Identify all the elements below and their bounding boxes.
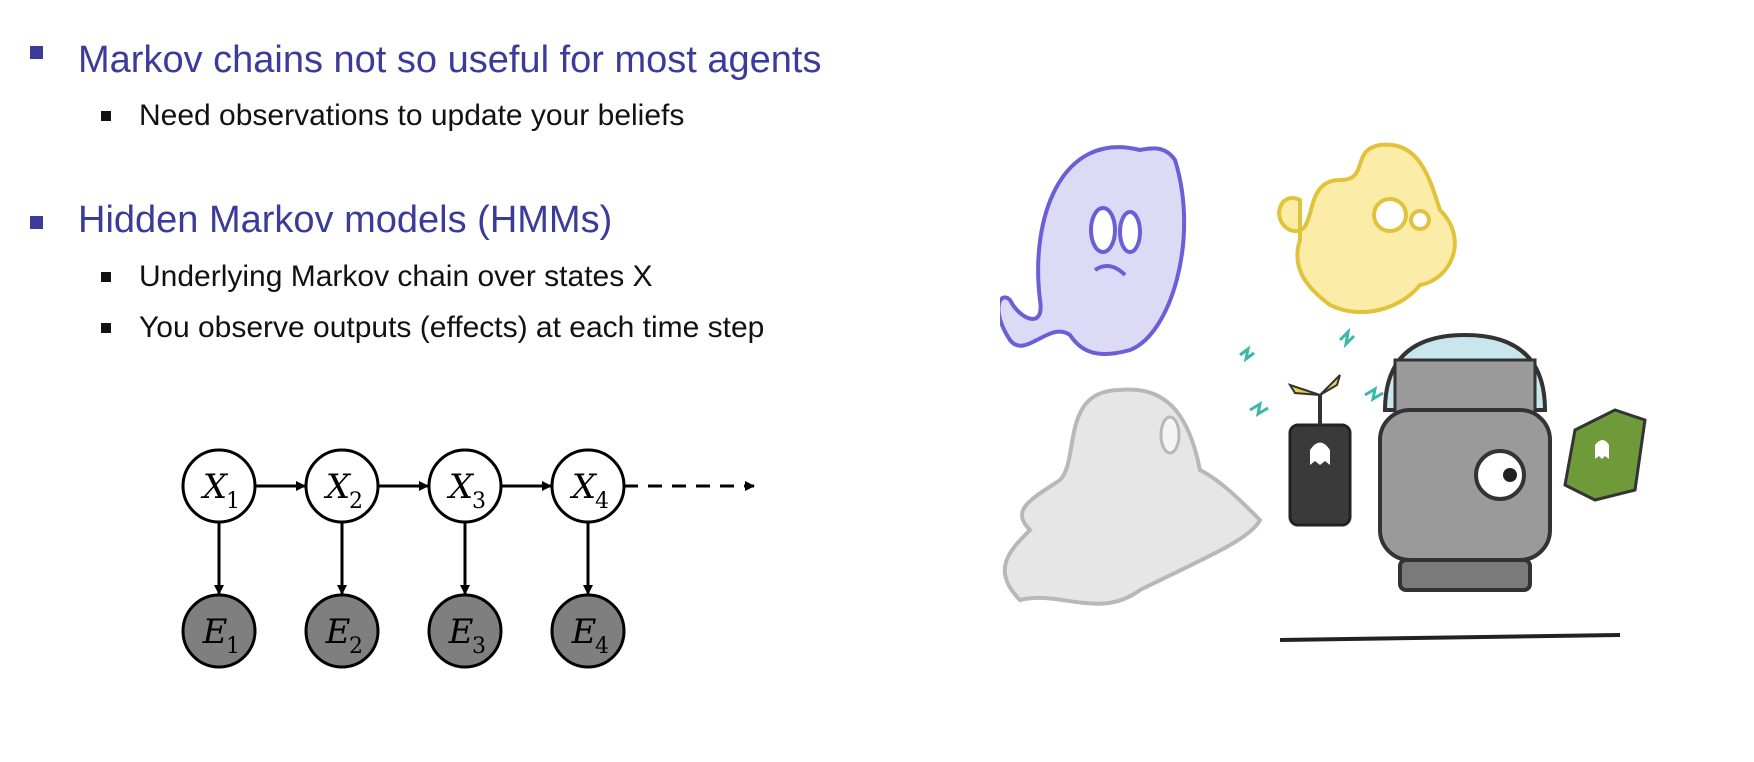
evidence-node: E1 <box>181 593 257 669</box>
hidden-state-node: X3 <box>427 448 503 524</box>
hidden-state-node: X2 <box>304 448 380 524</box>
bullet-square-icon <box>30 216 43 229</box>
evidence-node-circle <box>181 593 257 669</box>
evidence-node-subscript: 3 <box>472 634 486 659</box>
evidence-node-label: E <box>448 612 474 652</box>
hidden-state-node-label: X <box>323 467 352 507</box>
gray-ghost-icon <box>1002 387 1263 606</box>
robot-icon <box>1378 332 1552 592</box>
evidence-node-label: E <box>202 612 228 652</box>
evidence-node-label: E <box>571 612 597 652</box>
sub-bullet-square-icon <box>101 111 111 121</box>
purple-ghost-icon <box>1000 145 1187 356</box>
bullet-square-icon <box>30 46 43 59</box>
evidence-node-subscript: 4 <box>595 634 609 659</box>
ground-line <box>1279 633 1621 642</box>
signal-waves-icon <box>1239 327 1384 418</box>
evidence-node-subscript: 2 <box>349 634 363 659</box>
ghost-detector-icon <box>1287 374 1352 527</box>
hidden-state-node: X1 <box>181 448 257 524</box>
ghosts-robot-illustration <box>1000 142 1647 642</box>
hidden-state-node-circle <box>304 448 380 524</box>
section-heading: Markov chains not so useful for most age… <box>78 39 822 81</box>
evidence-node-circle <box>427 593 503 669</box>
hidden-state-node-circle <box>550 448 626 524</box>
evidence-node: E4 <box>550 593 626 669</box>
hidden-state-node-subscript: 4 <box>595 489 609 514</box>
sub-bullet-square-icon <box>101 323 111 333</box>
yellow-ghost-icon <box>1277 142 1457 314</box>
hidden-state-node-label: X <box>446 467 475 507</box>
hidden-state-node-subscript: 3 <box>472 489 486 514</box>
hidden-state-node-label: X <box>569 467 598 507</box>
diagram-edges <box>214 481 755 595</box>
evidence-node-subscript: 1 <box>226 634 240 659</box>
evidence-node: E3 <box>427 593 503 669</box>
sub-bullet-square-icon <box>101 272 111 282</box>
hidden-state-node: X4 <box>550 448 626 524</box>
evidence-node-circle <box>304 593 380 669</box>
evidence-node: E2 <box>304 593 380 669</box>
bullet-point: Need observations to update your beliefs <box>139 99 685 132</box>
hidden-state-node-subscript: 2 <box>349 489 363 514</box>
evidence-node-circle <box>550 593 626 669</box>
hidden-state-node-circle <box>427 448 503 524</box>
hidden-state-node-circle <box>181 448 257 524</box>
hidden-state-node-subscript: 1 <box>226 489 240 514</box>
evidence-node-label: E <box>325 612 351 652</box>
section-heading: Hidden Markov models (HMMs) <box>78 199 613 241</box>
bullet-point: You observe outputs (effects) at each ti… <box>139 311 765 344</box>
bullet-point: Underlying Markov chain over states X <box>139 260 653 293</box>
hidden-state-node-label: X <box>200 467 229 507</box>
book-icon <box>1563 408 1647 502</box>
